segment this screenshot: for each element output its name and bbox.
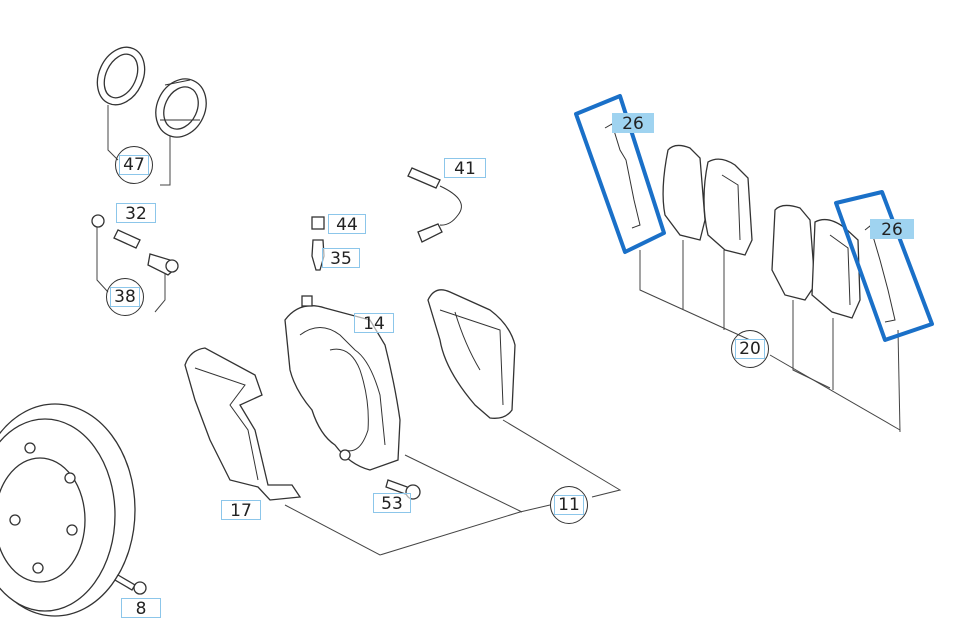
brake-pad-center [427, 289, 516, 419]
part-label-44[interactable]: 44 [328, 214, 366, 235]
part-label-32[interactable]: 32 [116, 203, 156, 224]
highlight-box-26-left [574, 94, 666, 254]
part-label-11: 11 [554, 495, 584, 515]
leader-lines [96, 105, 901, 556]
caliper [284, 295, 401, 471]
callout-11[interactable]: 11 [550, 486, 588, 524]
guide-pins [91, 214, 179, 276]
pad-set [604, 123, 896, 323]
part-label-47: 47 [119, 155, 149, 175]
callout-20[interactable]: 20 [731, 330, 769, 368]
part-label-17[interactable]: 17 [221, 500, 261, 521]
part-label-35[interactable]: 35 [322, 248, 360, 269]
brake-disc [0, 403, 147, 617]
highlight-box-26-right [834, 190, 934, 342]
part-label-26-left[interactable]: 26 [612, 113, 654, 134]
part-label-20: 20 [735, 339, 765, 359]
part-label-14[interactable]: 14 [354, 313, 394, 334]
bleed-screw [311, 216, 325, 271]
part-label-41[interactable]: 41 [444, 158, 486, 179]
part-label-8[interactable]: 8 [121, 598, 161, 619]
callout-47[interactable]: 47 [115, 146, 153, 184]
callout-38[interactable]: 38 [106, 278, 144, 316]
seal-rings [96, 46, 207, 138]
part-label-53[interactable]: 53 [373, 493, 411, 514]
mounting-bracket [184, 347, 302, 501]
highlight-boxes [574, 94, 934, 342]
wear-sensor [407, 167, 462, 243]
part-label-38: 38 [110, 287, 140, 307]
part-label-26-right[interactable]: 26 [870, 219, 914, 240]
